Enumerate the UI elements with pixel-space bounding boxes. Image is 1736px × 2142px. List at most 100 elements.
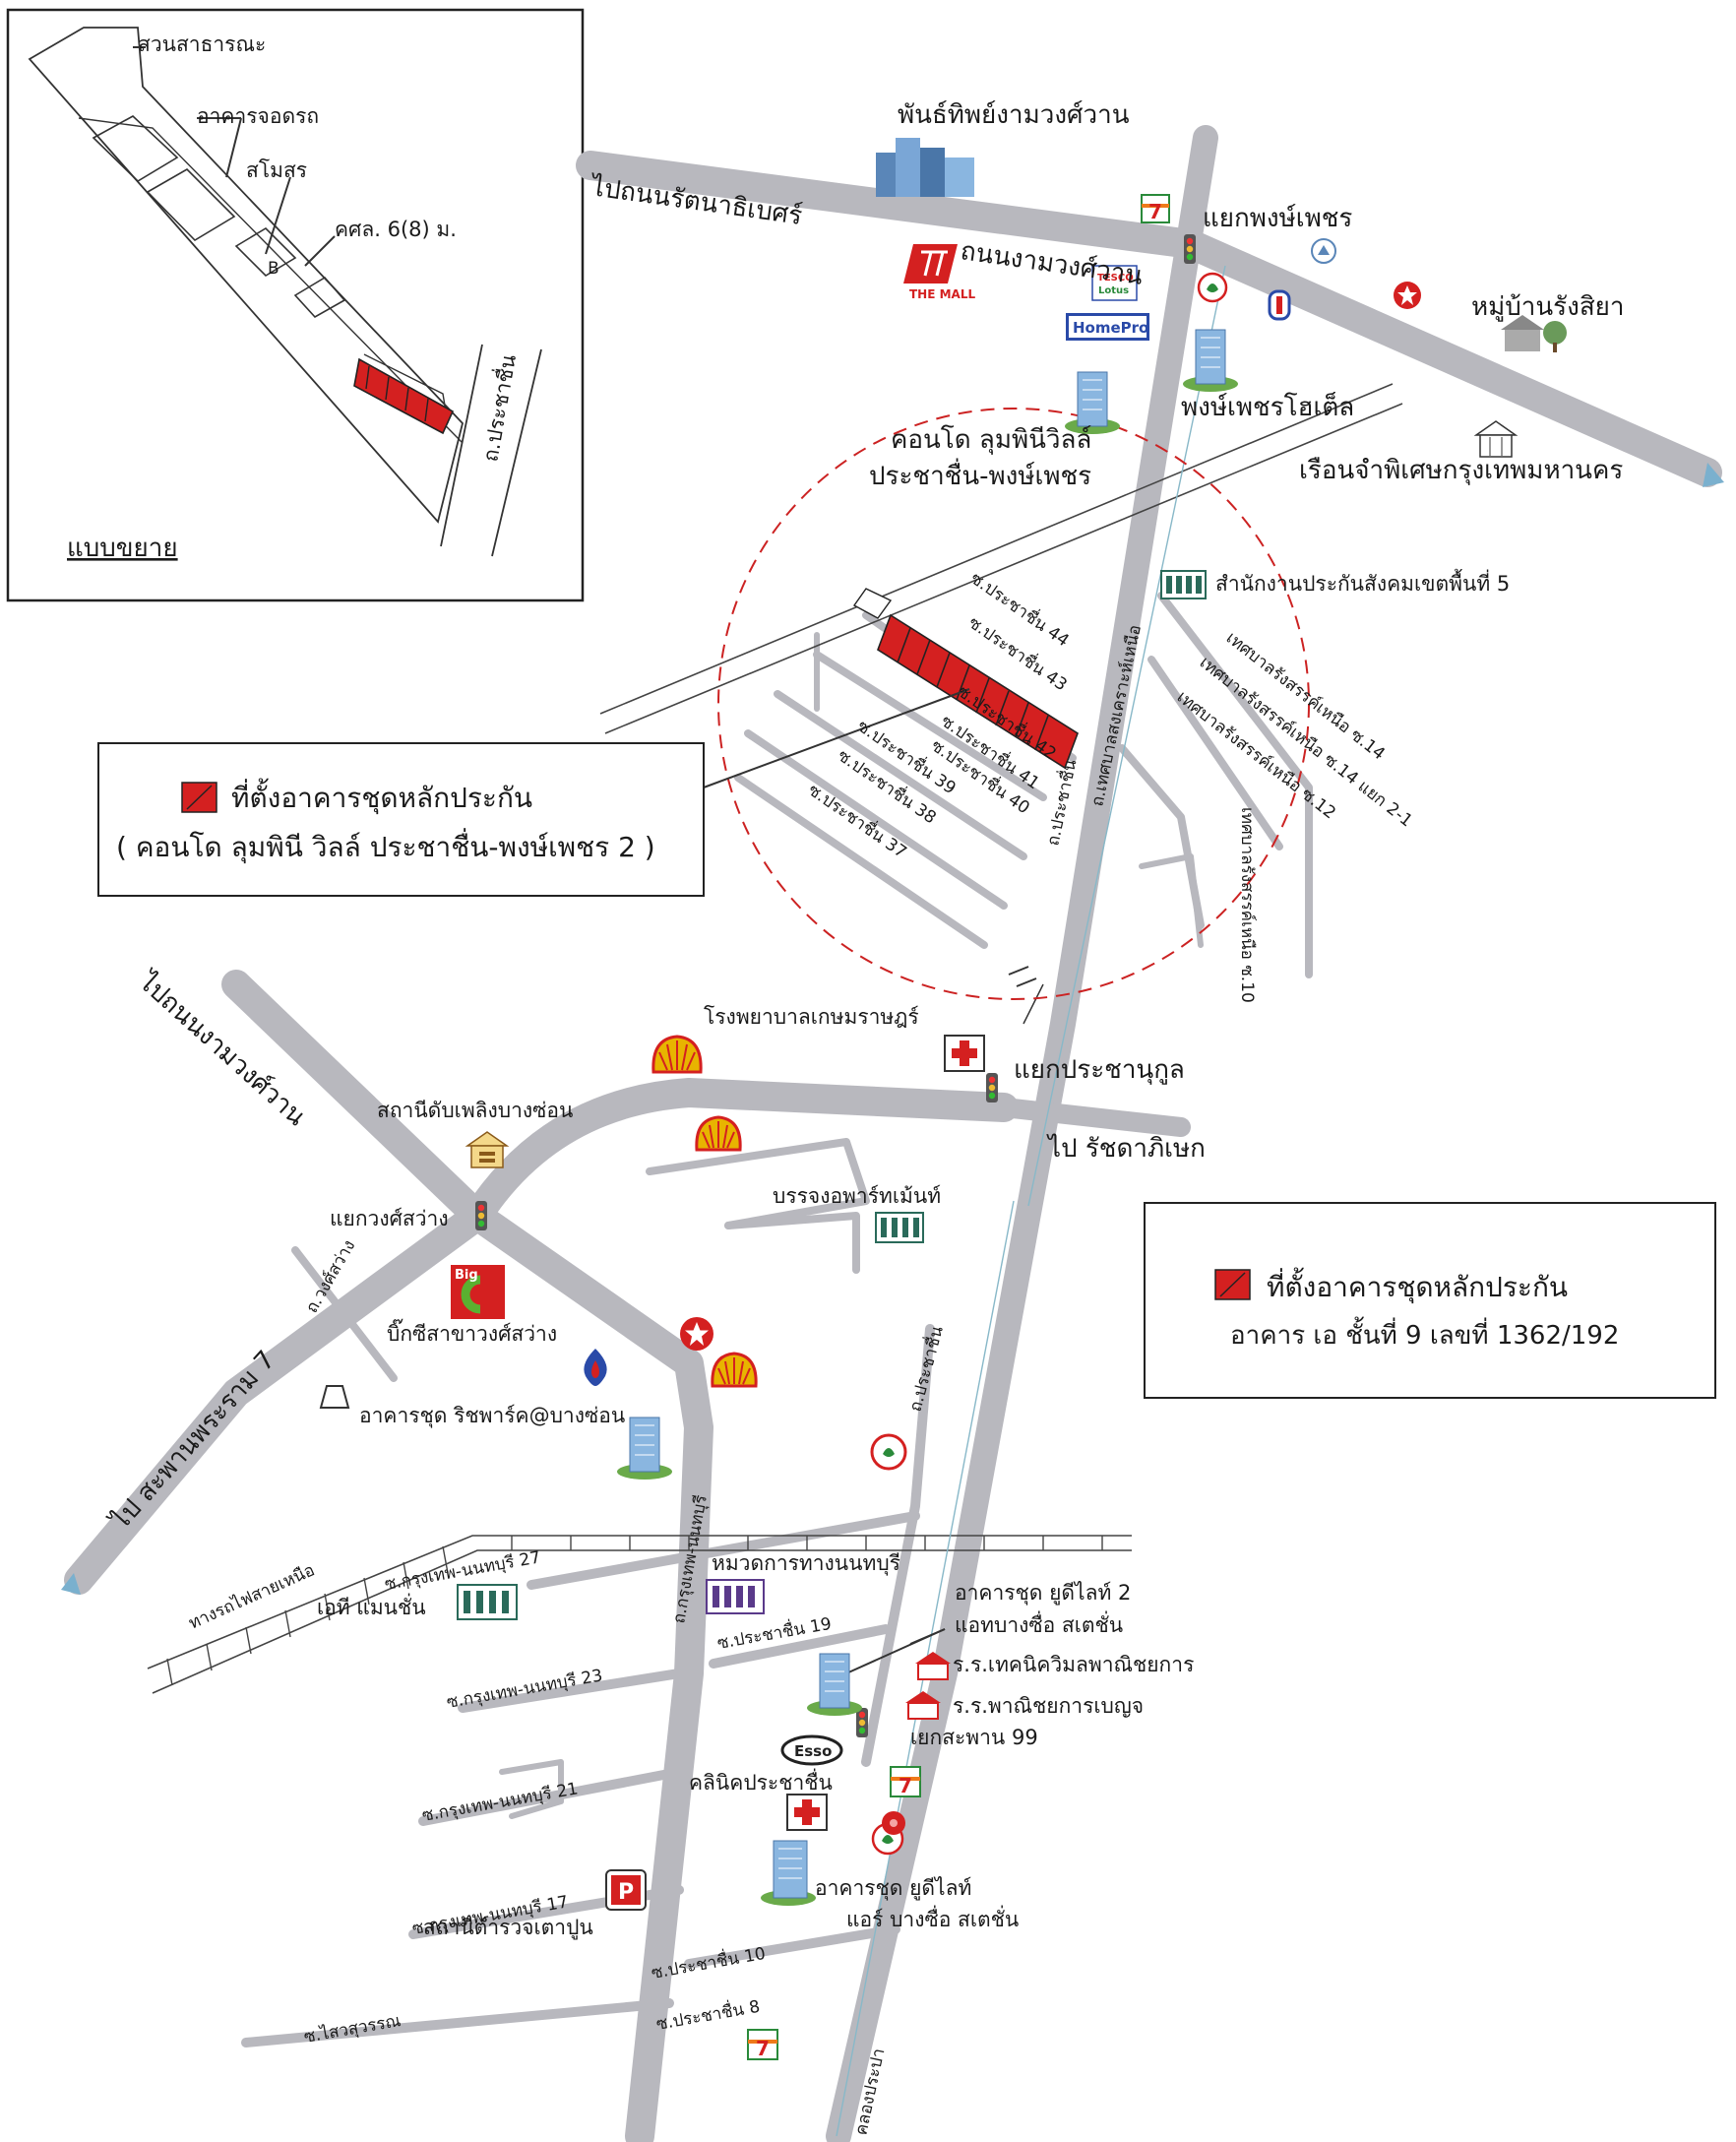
seven-eleven-icon: 7 xyxy=(890,1766,921,1797)
seven-eleven-icon: 7 xyxy=(747,2029,778,2060)
inset-club-label: สโมสร xyxy=(246,158,307,182)
label-tb-10: เทศบาลรังสรรค์เหนือ ซ.10 xyxy=(1237,807,1257,1003)
rail-lines xyxy=(147,265,1403,2137)
shell-icon xyxy=(711,1352,758,1388)
the-mall-logo: THE MALL xyxy=(903,244,975,301)
svg-text:P: P xyxy=(618,1880,634,1905)
richpark-icon xyxy=(319,1385,350,1409)
label-prachachuen-2: ถ.ประชาชื่น xyxy=(903,1323,948,1414)
svg-text:Big: Big xyxy=(455,1268,478,1283)
label-lao-suwan: ซ.ไสวสุวรรณ xyxy=(302,2010,403,2048)
label-pongphet-hotel: พงษ์เพชรโฮเต็ล xyxy=(1181,391,1354,422)
condo-tower-icon xyxy=(807,1653,862,1716)
inset-park-label: สวนสาธารณะ xyxy=(138,32,266,56)
label-yaek-prachanukul: แยกประชานุกูล xyxy=(1014,1055,1185,1085)
soi-10 xyxy=(684,1924,900,1969)
condo-tower-icon xyxy=(761,1840,816,1906)
caltex-star-icon xyxy=(1394,282,1421,309)
label-highway-dept: หมวดการทางนนทบุรี xyxy=(712,1551,900,1576)
label-at-mansion: เอที แมนชั่น xyxy=(317,1593,426,1619)
svg-text:7: 7 xyxy=(1148,200,1162,223)
office-building-icon xyxy=(1160,570,1207,599)
label-kn-23: ซ.กรุงเทพ-นนทบุรี 23 xyxy=(445,1666,603,1713)
shell-icon xyxy=(695,1115,742,1152)
svg-text:HomePro: HomePro xyxy=(1073,319,1148,337)
prachachuen-road xyxy=(826,125,1218,2142)
legend-right-line1: ที่ตั้งอาคารชุดหลักประกัน xyxy=(1267,1267,1568,1304)
to-ratchada-road xyxy=(994,1098,1191,1137)
label-hospital: โรงพยาบาลเกษมราษฎร์ xyxy=(704,1005,919,1029)
traffic-light-icon xyxy=(1184,234,1196,264)
condo-tower-icon xyxy=(1183,329,1238,392)
label-yaek-pongphet: แยกพงษ์เพชร xyxy=(1203,204,1352,233)
office-building-icon xyxy=(706,1579,765,1614)
svg-text:7: 7 xyxy=(899,1774,912,1797)
condo-tower-icon xyxy=(617,1417,672,1480)
emblem-icon xyxy=(1311,238,1336,264)
svg-text:THE MALL: THE MALL xyxy=(909,287,975,301)
office-building-icon xyxy=(875,1212,924,1243)
school-icon xyxy=(905,1691,941,1720)
label-tech-school: ร.ร.เทคนิควิมลพาณิชยการ xyxy=(953,1653,1194,1676)
legend-leader xyxy=(703,688,970,788)
prison-icon xyxy=(1473,420,1519,458)
legend-main: ที่ตั้งอาคารชุดหลักประกัน ( คอนโด ลุมพิน… xyxy=(97,742,705,897)
svg-text:TESCO: TESCO xyxy=(1097,273,1134,284)
legend-main-line2: ( คอนโด ลุมพินี วิลล์ ประชาชื่น-พงษ์เพชร… xyxy=(116,828,655,864)
label-to-rama7: ไป สะพานพระราม 7 xyxy=(104,1345,281,1537)
ptt-flame-icon xyxy=(584,1349,607,1386)
label-police: สถานีตำรวจเตาปูน xyxy=(423,1916,593,1940)
legend-right-line2: อาคาร เอ ชั้นที่ 9 เลขที่ 1362/192 xyxy=(1230,1316,1619,1351)
soi-19 xyxy=(709,1624,891,1669)
inset-caption: แบบขยาย xyxy=(67,534,178,563)
svg-text:Lotus: Lotus xyxy=(1098,285,1129,296)
office-building-icon xyxy=(457,1584,518,1620)
label-udelight2-2: แอทบางซื่อ สเตชั่น xyxy=(955,1610,1123,1637)
building-icon xyxy=(876,138,974,197)
label-prachachuen-1: ถ.ประชาชื่น xyxy=(1040,757,1081,848)
label-bigc: บิ๊กซีสาขาวงศ์สว่าง xyxy=(387,1318,557,1346)
label-clinic: คลินิคประชาชื่น xyxy=(689,1768,833,1795)
legend-right: ที่ตั้งอาคารชุดหลักประกัน อาคาร เอ ชั้นท… xyxy=(1144,1202,1716,1399)
inset-kssl-label: คศล. 6(8) ม. xyxy=(335,218,457,241)
legend-main-line1: ที่ตั้งอาคารชุดหลักประกัน xyxy=(231,778,532,815)
soi-kn23 xyxy=(458,1669,684,1713)
label-prison: เรือนจำพิเศษกรุงเทพมหานคร xyxy=(1299,456,1623,485)
bigc-logo: Big xyxy=(451,1265,505,1319)
inner-road xyxy=(861,1324,935,1767)
fire-station-icon xyxy=(465,1131,510,1168)
label-yaek-wongsawang: แยกวงศ์สว่าง xyxy=(330,1207,449,1230)
traffic-light-icon xyxy=(986,1073,998,1102)
label-to-ratchada: ไป รัชดาภิเษก xyxy=(1046,1133,1206,1164)
label-kn-21: ซ.กรุงเทพ-นนทบุรี 21 xyxy=(420,1779,579,1826)
target-area-circle xyxy=(717,408,1310,1000)
target-building xyxy=(852,588,1079,770)
label-udelight-2: แอร์ บางซื่อ สเตชั่น xyxy=(846,1905,1019,1931)
traffic-light-icon xyxy=(856,1708,868,1737)
condo-tower-icon xyxy=(1065,371,1120,434)
seven-eleven-icon: 7 xyxy=(1141,194,1170,223)
arrow-icon xyxy=(61,1573,81,1595)
label-richpark: อาคารชุด ริชพาร์ค@บางซ่อน xyxy=(359,1404,625,1428)
gas-station-icon xyxy=(870,1433,907,1471)
school-icon xyxy=(915,1652,951,1680)
wongsawang-road xyxy=(221,970,713,2142)
to-rama7-road xyxy=(64,1201,492,1595)
traffic-light-icon xyxy=(475,1201,487,1230)
svg-text:7: 7 xyxy=(756,2037,770,2060)
label-fire-station: สถานีดับเพลิงบางซ่อน xyxy=(377,1099,573,1122)
bank-icon xyxy=(882,1811,905,1835)
soi-laosuwan xyxy=(241,1998,674,2048)
esso-logo: Esso xyxy=(780,1734,843,1766)
landmarks: 7 THE MALL TESCO Lotus xyxy=(61,138,1724,2060)
caltex-star-icon xyxy=(680,1317,713,1351)
bank-logo-icon xyxy=(1268,289,1291,321)
soi-kn21 xyxy=(418,1767,684,1826)
label-panthip: พันธ์ทิพย์งามวงศ์วาน xyxy=(898,100,1130,130)
label-mu-ban-rangsiya: หมู่บ้านรังสิยา xyxy=(1471,292,1625,322)
hospital-cross-icon xyxy=(786,1794,828,1831)
homepro-logo: HomePro xyxy=(1066,313,1149,341)
inset-parking-label: อาคารจอดรถ xyxy=(197,104,319,128)
village-house-icon xyxy=(1501,315,1567,352)
label-lumpini-1: คอนโด ลุมพินีวิลล์ xyxy=(891,424,1091,455)
